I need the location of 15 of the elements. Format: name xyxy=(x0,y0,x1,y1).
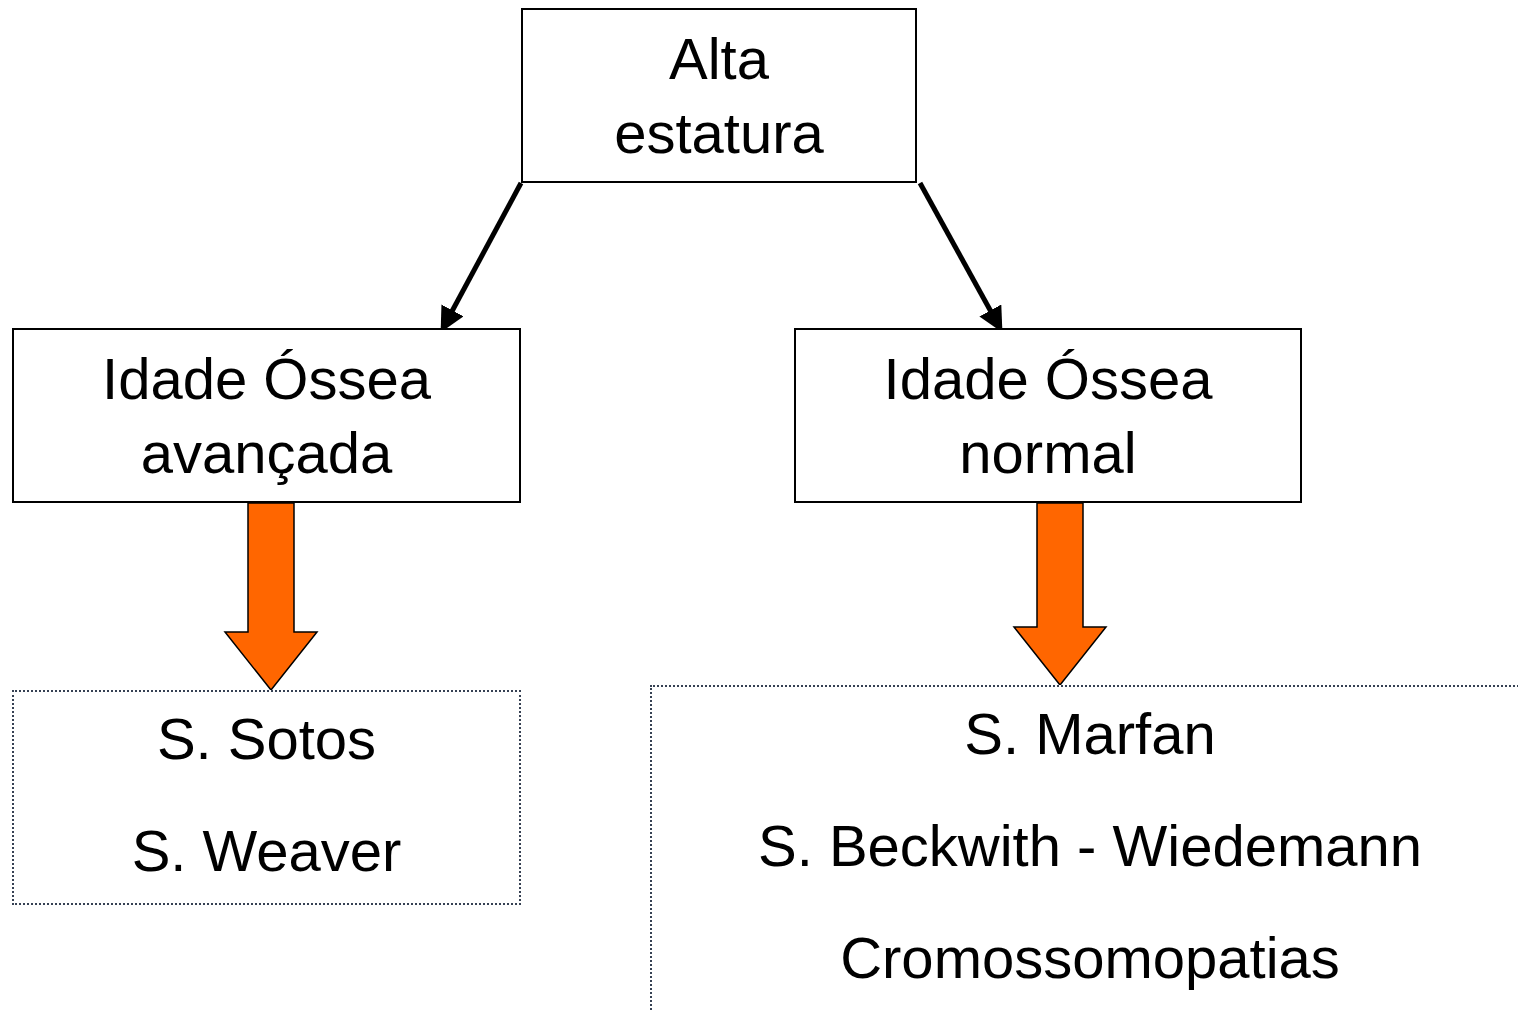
process-box xyxy=(521,8,917,183)
node-label: S. Beckwith - Wiedemann xyxy=(758,812,1422,880)
node-label: S. Weaver xyxy=(131,817,402,885)
process-box xyxy=(794,328,1302,503)
node-label: Idade Óssea avançada xyxy=(101,344,432,487)
node-label: Alta estatura xyxy=(613,24,825,167)
node-label: S. Marfan xyxy=(964,700,1216,768)
process-box xyxy=(12,328,521,503)
node-label: S. Sotos xyxy=(156,705,377,773)
block-arrow xyxy=(223,502,319,692)
node-label: Cromossomopatias xyxy=(840,924,1340,992)
block-arrow xyxy=(1012,502,1108,687)
dotted-box xyxy=(650,685,1518,1010)
dotted-box xyxy=(12,690,521,905)
node-label: Idade Óssea normal xyxy=(882,344,1214,487)
